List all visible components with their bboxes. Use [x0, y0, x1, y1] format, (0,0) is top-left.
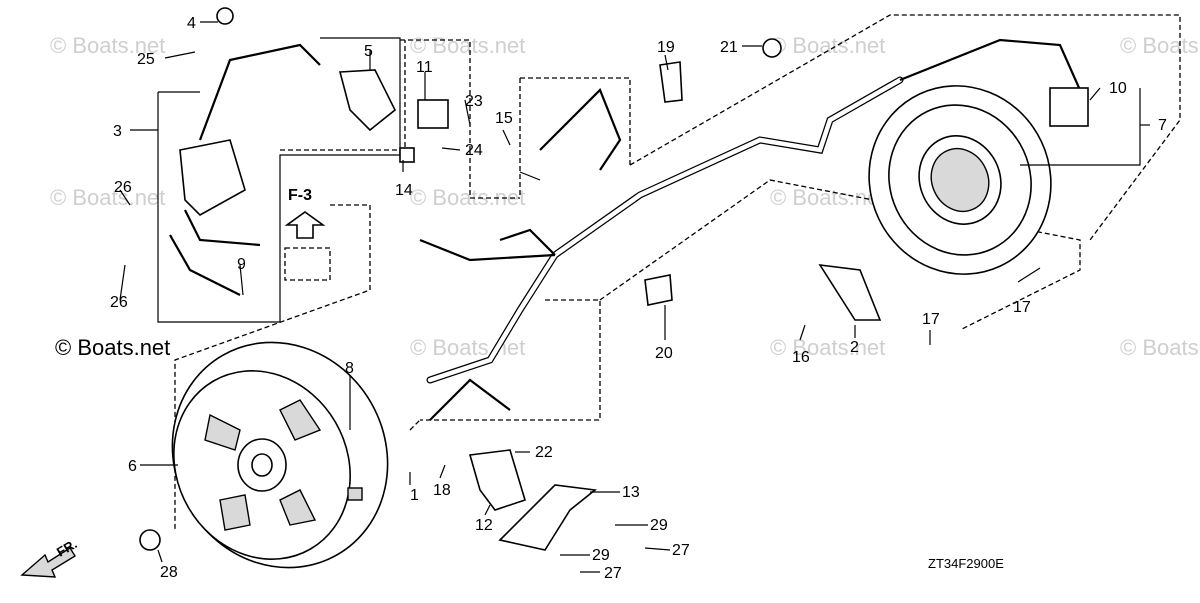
- watermark: © Boats.net: [50, 33, 165, 58]
- callout-29: 29: [650, 517, 668, 534]
- callout-10: 10: [1109, 80, 1127, 97]
- callout-18: 18: [433, 482, 451, 499]
- callout-1: 1: [410, 487, 419, 504]
- ignition-coil: [169, 43, 321, 296]
- callout-4: 4: [187, 15, 196, 32]
- callout-15: 15: [495, 110, 513, 127]
- callout-19: 19: [657, 39, 675, 56]
- watermark: © Boats.net: [1120, 335, 1200, 360]
- diagram-code: ZT34F2900E: [928, 556, 1004, 571]
- callout-16: 16: [792, 349, 810, 366]
- callout-27b: 27: [604, 565, 622, 582]
- copyright-label: © Boats.net: [55, 335, 170, 360]
- watermark: © Boats.net: [410, 33, 525, 58]
- callouts: 1 2 3 4 5 6 7 8 9 10 11 12 13 14 15 16 1…: [110, 15, 1167, 582]
- callout-26: 26: [114, 179, 132, 196]
- callout-22: 22: [535, 444, 553, 461]
- callout-13: 13: [622, 484, 640, 501]
- watermark: © Boats.net: [410, 185, 525, 210]
- callout-11: 11: [416, 59, 433, 76]
- callout-20: 20: [655, 345, 673, 362]
- reference-f3: F-3: [284, 187, 326, 239]
- small-parts: [139, 7, 1089, 551]
- callout-21: 21: [720, 39, 738, 56]
- front-direction: FR.: [20, 536, 80, 578]
- callout-24: 24: [465, 142, 483, 159]
- watermark-layer: © Boats.net © Boats.net © Boats.net © Bo…: [50, 33, 1200, 360]
- watermark: © Boats.net: [770, 335, 885, 360]
- flywheel: [171, 341, 389, 569]
- watermark: © Boats.net: [50, 185, 165, 210]
- callout-5: 5: [364, 43, 373, 60]
- callout-7: 7: [1158, 117, 1167, 134]
- callout-28: 28: [160, 564, 178, 581]
- reference-label: F-3: [288, 187, 312, 204]
- watermark: © Boats.net: [770, 33, 885, 58]
- callout-29b: 29: [592, 547, 610, 564]
- callout-3: 3: [113, 123, 122, 140]
- callout-9: 9: [237, 256, 246, 273]
- watermark: © Boats.net: [410, 335, 525, 360]
- callout-17: 17: [1013, 299, 1031, 316]
- callout-25: 25: [137, 51, 155, 68]
- callout-17b: 17: [922, 311, 940, 328]
- callout-23: 23: [465, 93, 483, 110]
- watermark: © Boats.net: [770, 185, 885, 210]
- wire-harness: [419, 38, 1082, 421]
- callout-14: 14: [395, 182, 413, 199]
- callout-2: 2: [850, 339, 859, 356]
- callout-6: 6: [128, 458, 137, 475]
- callout-12: 12: [475, 517, 493, 534]
- stator: [868, 85, 1052, 275]
- leader-lines: [119, 21, 1150, 573]
- callout-8: 8: [345, 360, 354, 377]
- callout-27: 27: [672, 542, 690, 559]
- watermark: © Boats.net: [1120, 33, 1200, 58]
- callout-26b: 26: [110, 294, 128, 311]
